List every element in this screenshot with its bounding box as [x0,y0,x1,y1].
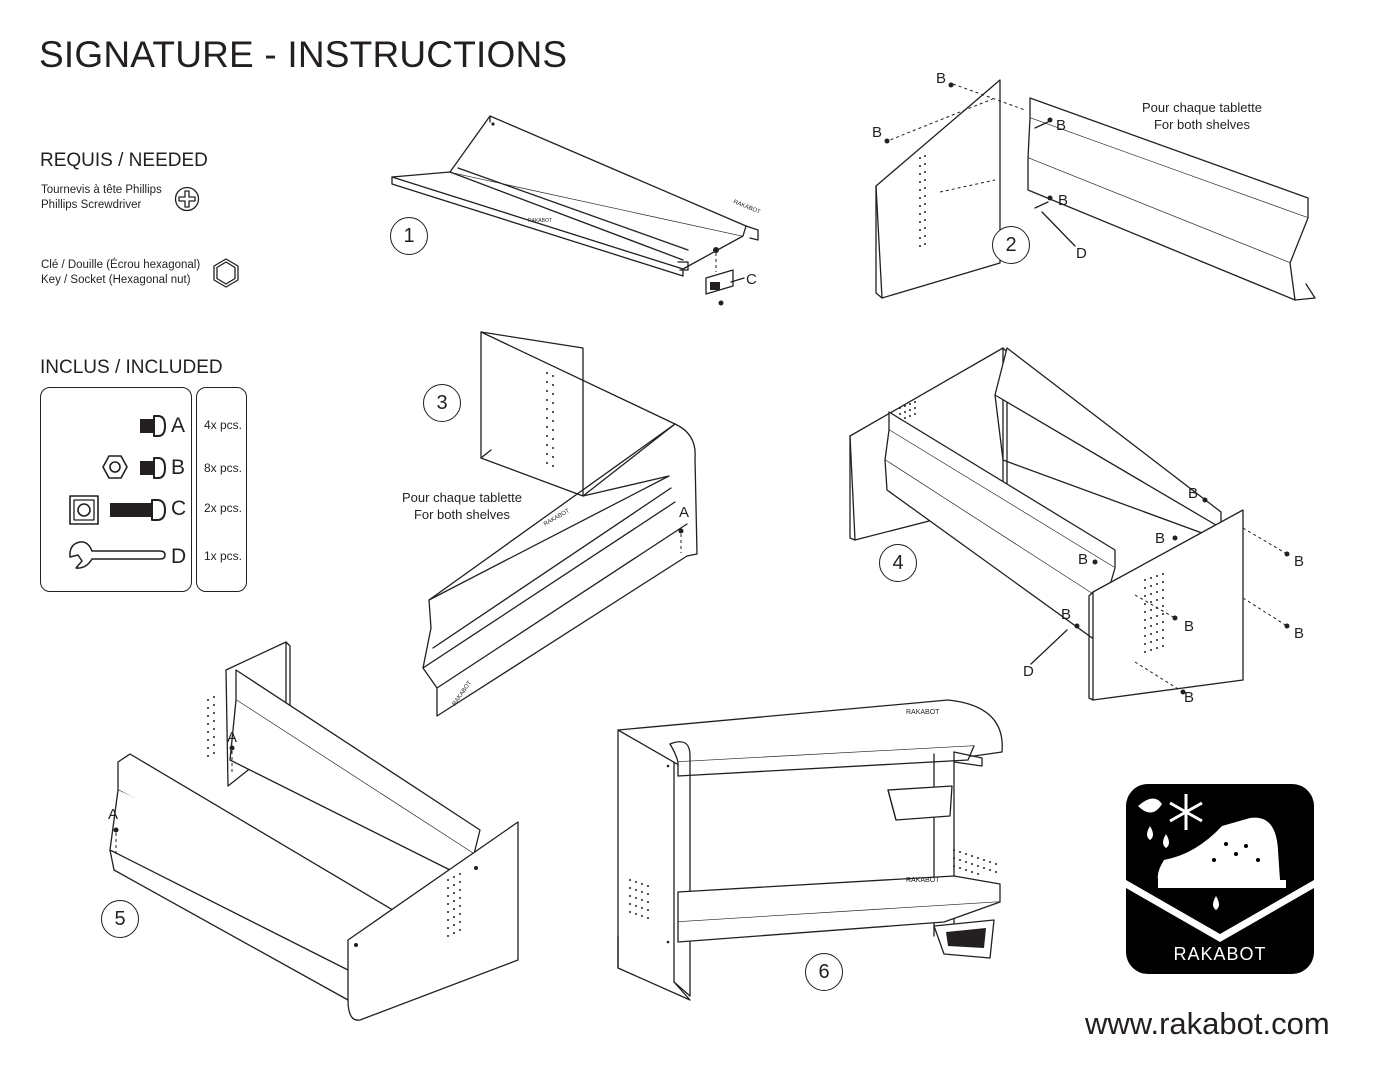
part-b-letter: B [171,456,186,479]
tool-key-fr: Clé / Douille (Écrou hexagonal) [41,259,201,271]
part-b-qty: 8x pcs. [204,461,243,475]
svg-text:RAKABOT: RAKABOT [732,199,761,215]
nut-and-bolt-icon [140,457,166,479]
svg-text:RAKABOT: RAKABOT [906,877,940,884]
tool-key-en: Key / Socket (Hexagonal nut) [41,274,191,286]
parts-box [40,387,192,592]
step-4-callout-b6: B [1184,618,1195,635]
bolt-icon [140,415,166,437]
rakabot-logo: RAKABOT [1126,784,1314,974]
step-5-number: 5 [101,900,139,938]
part-c-letter: C [171,497,187,520]
quantities-box [196,387,247,592]
step-3-callout-a: A [679,504,690,521]
tool-screwdriver-fr: Tournevis à tête Phillips [41,184,162,196]
step-4-callout-b8: B [1184,689,1195,706]
tool-screwdriver-label: Tournevis à tête Phillips Phillips Screw… [41,183,162,213]
page-title: SIGNATURE - INSTRUCTIONS [39,34,568,75]
tool-screwdriver-en: Phillips Screwdriver [41,199,142,211]
square-nut-long-bolt-icon [110,499,166,521]
step-2-note-fr: Pour chaque tablette [1142,100,1262,115]
part-a-qty: 4x pcs. [204,418,243,432]
step-2-callout-b3: B [1056,117,1067,134]
step-5-callout-a1: A [227,729,238,746]
step-3-note: Pour chaque tablette For both shelves [392,489,532,523]
step-4-callout-b2: B [1155,530,1166,547]
step-2-callout-b4: B [1058,192,1069,209]
tool-key-label: Clé / Douille (Écrou hexagonal) Key / So… [41,258,200,288]
svg-text:RAKABOT: RAKABOT [906,709,940,716]
step-5-frame-drawing [109,641,519,1021]
step-6-number: 6 [805,953,843,991]
step-4-callout-b5: B [1061,606,1072,623]
hex-nut-icon [102,455,128,479]
wrench-icon [69,541,166,569]
step-2-note-en: For both shelves [1153,117,1251,132]
step-2-number: 2 [992,226,1030,264]
step-2-callout-b2: B [872,124,883,141]
step-4-frame-assembly-drawing [849,347,1290,701]
step-1-callout-c: C [746,271,757,288]
step-3-shelf-to-panel-drawing: RAKABOT RAKABOT [422,331,698,717]
phillips-head-icon [174,186,200,212]
step-3-note-en: For both shelves [413,507,511,522]
svg-text:RAKABOT: RAKABOT [543,508,571,528]
step-1-shelf-drawing: RAKABOT RAKABOT [391,115,761,306]
step-4-callout-b7: B [1294,625,1305,642]
part-d-letter: D [171,545,187,568]
website-url[interactable]: www.rakabot.com [1085,1006,1330,1041]
step-2-side-panel-drawing [875,79,1316,301]
logo-wordmark: RAKABOT [1173,944,1266,964]
step-2-callout-b1: B [936,70,947,87]
step-1-number: 1 [390,217,428,255]
svg-text:RAKABOT: RAKABOT [528,218,552,224]
step-2-note: Pour chaque tablette For both shelves [1132,99,1272,133]
included-heading: INCLUS / INCLUDED [40,357,223,378]
step-4-callout-d: D [1023,663,1034,680]
step-3-note-fr: Pour chaque tablette [402,490,522,505]
step-4-number: 4 [879,544,917,582]
part-a-letter: A [171,414,186,437]
step-6-finished-rack-drawing: RAKABOT RAKABOT [617,699,1003,1001]
square-nut-icon [69,495,99,525]
part-c-qty: 2x pcs. [204,501,243,515]
part-d-qty: 1x pcs. [204,549,243,563]
step-5-callout-a2: A [108,806,119,823]
needed-heading: REQUIS / NEEDED [40,150,208,171]
step-2-callout-d: D [1076,245,1087,262]
step-3-number: 3 [423,384,461,422]
hex-nut-icon [213,258,239,288]
step-4-callout-b4: B [1294,553,1305,570]
step-4-callout-b1: B [1188,485,1199,502]
step-4-callout-b3: B [1078,551,1089,568]
